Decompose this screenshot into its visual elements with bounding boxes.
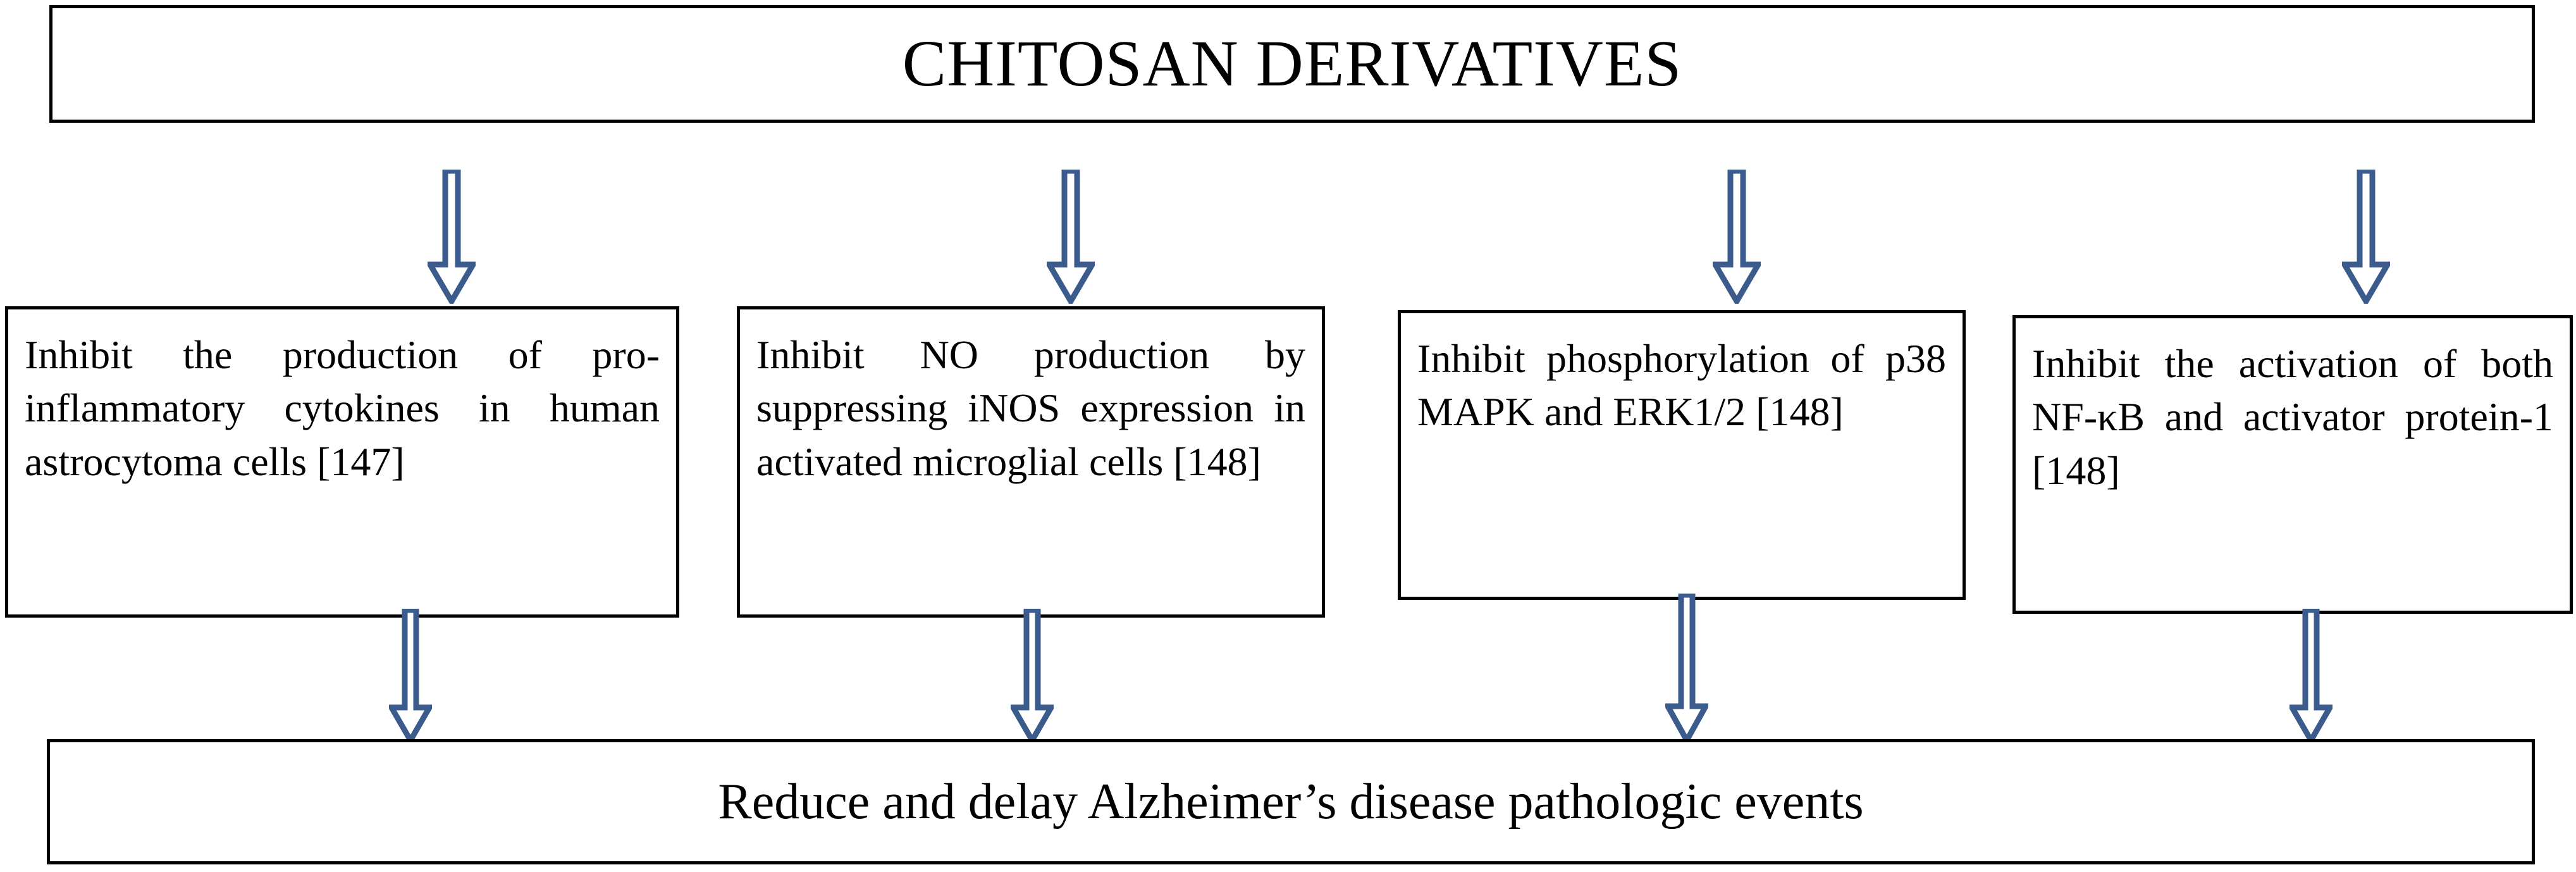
header-node: CHITOSAN DERIVATIVES — [49, 5, 2535, 123]
down-block-arrow-icon — [389, 609, 432, 743]
mechanism-text-4: Inhibit the activation of both NF-κB and… — [2032, 341, 2553, 493]
mechanism-text-1: Inhibit the production of pro-inflammato… — [25, 332, 660, 484]
mechanism-text-2: Inhibit NO production by suppressing iNO… — [756, 332, 1305, 484]
down-block-arrow-icon — [428, 170, 476, 304]
mechanism-text-3: Inhibit phosphorylation of p38 MAPK and … — [1417, 336, 1946, 435]
mechanism-node-3: Inhibit phosphorylation of p38 MAPK and … — [1398, 310, 1966, 600]
page-title: CHITOSAN DERIVATIVES — [902, 27, 1682, 101]
down-block-arrow-icon — [2342, 170, 2390, 304]
down-block-arrow-icon — [2289, 609, 2333, 743]
mechanism-node-4: Inhibit the activation of both NF-κB and… — [2012, 315, 2573, 614]
down-block-arrow-icon — [1665, 594, 1708, 743]
outcome-node: Reduce and delay Alzheimer’s disease pat… — [47, 739, 2535, 864]
mechanism-node-1: Inhibit the production of pro-inflammato… — [5, 306, 679, 618]
down-block-arrow-icon — [1713, 170, 1761, 304]
down-block-arrow-icon — [1047, 170, 1095, 304]
outcome-text: Reduce and delay Alzheimer’s disease pat… — [718, 774, 1864, 830]
down-block-arrow-icon — [1011, 609, 1054, 743]
mechanism-node-2: Inhibit NO production by suppressing iNO… — [737, 306, 1325, 618]
